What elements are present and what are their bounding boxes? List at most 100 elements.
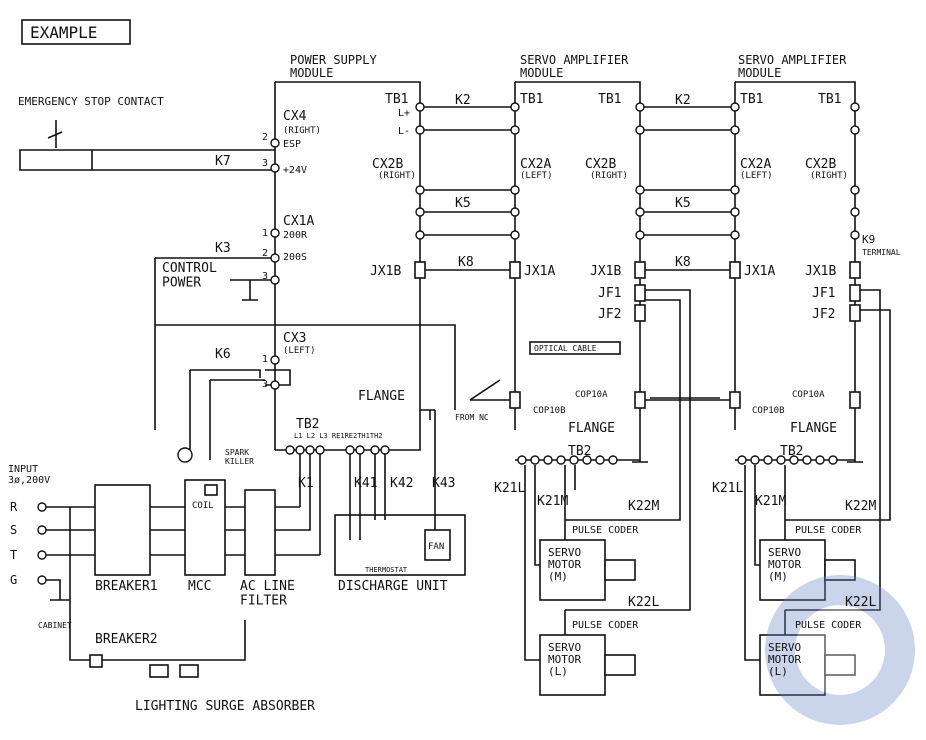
cx1a-200s: 200S xyxy=(283,252,307,263)
pulse-coder-l1: PULSE CODER xyxy=(572,620,639,631)
terminal-dot xyxy=(510,185,520,195)
jf2-sam1 xyxy=(634,304,646,322)
pin2-cx4: 2 xyxy=(262,132,268,143)
cop10a-sam1-label: COP10A xyxy=(575,390,608,400)
terminal-dot xyxy=(850,185,860,195)
terminal-dot xyxy=(730,207,740,217)
k22m-sam1: K22M xyxy=(628,499,659,514)
tb2-terminal-dot xyxy=(285,445,295,455)
jx1b-sam2-label: JX1B xyxy=(805,264,836,279)
cx2b-sam1: CX2B xyxy=(585,157,616,172)
servo-motor-m1 xyxy=(539,539,606,601)
jx1b-sam1-label: JX1B xyxy=(590,264,621,279)
breaker2-label: BREAKER2 xyxy=(95,632,158,647)
diagram-title: EXAMPLE xyxy=(30,23,97,42)
terminal-dot xyxy=(270,380,280,390)
tb2-terminal-dot xyxy=(305,445,315,455)
k22l-sam1: K22L xyxy=(628,595,659,610)
cop10a-sam2 xyxy=(849,391,861,409)
jx1a-sam1-label: JX1A xyxy=(524,264,555,279)
watermark-gear-icon xyxy=(765,575,915,725)
cx2b-sam2-right: (RIGHT) xyxy=(810,171,848,181)
cx4-label: CX4 xyxy=(283,109,307,124)
cop10b-sam1 xyxy=(509,391,521,409)
cx2b-psm: CX2B xyxy=(372,157,403,172)
tb2-terminal-dot xyxy=(517,455,527,465)
terminal-dot xyxy=(37,575,47,585)
jf1-sam2 xyxy=(849,284,861,302)
jf2-sam1-label: JF2 xyxy=(598,307,621,322)
pulse-coder-m1: PULSE CODER xyxy=(572,525,639,536)
terminal-dot xyxy=(635,207,645,217)
coil-label: COIL xyxy=(192,501,214,511)
k2-right: K2 xyxy=(675,93,691,108)
terminal-dots xyxy=(37,102,860,585)
tb2-terminal-dot xyxy=(315,445,325,455)
pulse-coder-m2: PULSE CODER xyxy=(795,525,862,536)
jx1b-sam2 xyxy=(849,261,861,279)
terminal-dot xyxy=(415,185,425,195)
pin2-cx1a: 2 xyxy=(262,248,268,259)
tb2-psm: TB2 xyxy=(296,417,319,432)
surge-absorber-2 xyxy=(179,664,199,678)
jf2-sam2-label: JF2 xyxy=(812,307,835,322)
flange-sam1: FLANGE xyxy=(568,421,615,436)
tb2-terminal-dot xyxy=(789,455,799,465)
jx1a-sam2 xyxy=(729,261,741,279)
terminal-dot xyxy=(730,125,740,135)
cx2a-sam2-left: (LEFT) xyxy=(740,171,773,181)
k41-label: K41 xyxy=(354,476,377,491)
cop10b-sam1-label: COP10B xyxy=(533,406,566,416)
terminal-dot xyxy=(270,228,280,238)
jf1-sam2-label: JF1 xyxy=(812,286,835,301)
terminal-dot xyxy=(850,125,860,135)
tb2-terminal-dot xyxy=(370,445,380,455)
terminal-dot xyxy=(270,275,280,285)
jx1a-sam2-label: JX1A xyxy=(744,264,775,279)
lminus-psm: L- xyxy=(398,126,410,137)
tb2-terminal-dot xyxy=(750,455,760,465)
terminal-dot xyxy=(37,550,47,560)
cop10b-sam2 xyxy=(729,391,741,409)
terminal-dot xyxy=(510,102,520,112)
cx2b-psm-right: (RIGHT) xyxy=(378,171,416,181)
flange-sam2: FLANGE xyxy=(790,421,837,436)
tb1-psm: TB1 xyxy=(385,92,408,107)
tb2-terminal-dot xyxy=(763,455,773,465)
tb2-terminal-dot xyxy=(595,455,605,465)
tb1-sam2-l: TB1 xyxy=(740,92,763,107)
terminal-dot xyxy=(270,163,280,173)
terminal-dot xyxy=(850,207,860,217)
k6-label: K6 xyxy=(215,347,231,362)
tb1-sam1-r: TB1 xyxy=(598,92,621,107)
k8-right: K8 xyxy=(675,255,691,270)
estop-loop xyxy=(19,149,93,171)
jx1a-sam1 xyxy=(509,261,521,279)
k22l-sam2: K22L xyxy=(845,595,876,610)
k5-left: K5 xyxy=(455,196,471,211)
flange-grounds xyxy=(632,430,863,463)
servo-motor-m2-shaft xyxy=(824,559,856,581)
terminal-dot xyxy=(415,125,425,135)
k8-left: K8 xyxy=(458,255,474,270)
jx1b-psm xyxy=(414,261,426,279)
k2-wires xyxy=(420,106,735,131)
terminal-dot xyxy=(37,502,47,512)
cx1a-200r: 200R xyxy=(283,230,308,241)
terminal-dot xyxy=(270,253,280,263)
terminal-dot xyxy=(270,355,280,365)
k21l-sam2: K21L xyxy=(712,481,743,496)
cop10a-sam1 xyxy=(634,391,646,409)
sam1-outline xyxy=(515,81,641,430)
tb2-terminal-dot xyxy=(776,455,786,465)
cx2a-sam1-left: (LEFT) xyxy=(520,171,553,181)
servo-motor-m1-shaft xyxy=(604,559,636,581)
terminal-dot xyxy=(510,125,520,135)
